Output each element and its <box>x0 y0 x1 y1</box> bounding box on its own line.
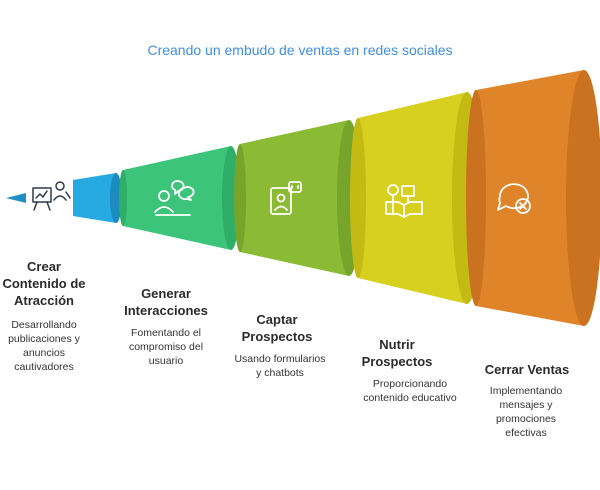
stage-1-description: Desarrollando publicaciones y anuncios c… <box>8 319 80 373</box>
stage-2-title: Generar Interacciones <box>124 286 208 318</box>
stage-3-description: Usando formularios y chatbots <box>234 353 326 379</box>
stage-2-description: Fomentando el compromiso del usuario <box>128 327 204 367</box>
stage-5-title: Cerrar Ventas <box>484 362 570 377</box>
easel-idea-icon <box>32 181 71 211</box>
funnel-segment-5 <box>466 70 600 326</box>
diagram-title: Creando un embudo de ventas en redes soc… <box>147 42 453 58</box>
funnel-segment-2 <box>119 146 240 250</box>
profile-bot-icon <box>270 181 302 215</box>
education-icon <box>385 184 423 218</box>
funnel-tip <box>6 193 26 203</box>
people-chat-icon <box>154 180 195 216</box>
stage-3-title: Captar Prospectos <box>241 312 313 344</box>
chat-close-icon <box>497 183 531 214</box>
funnel-segment-3 <box>234 120 361 276</box>
stage-5-description: Implementando mensajes y promociones efe… <box>489 385 563 439</box>
stage-1-title: Crear Contenido de Atracción <box>2 259 86 308</box>
stage-4-description: Proporcionando contenido educativo <box>363 378 457 404</box>
funnel-segment-4 <box>350 92 482 304</box>
funnel-segment-1 <box>73 173 122 223</box>
stage-4-title: Nutrir Prospectos <box>361 337 433 369</box>
